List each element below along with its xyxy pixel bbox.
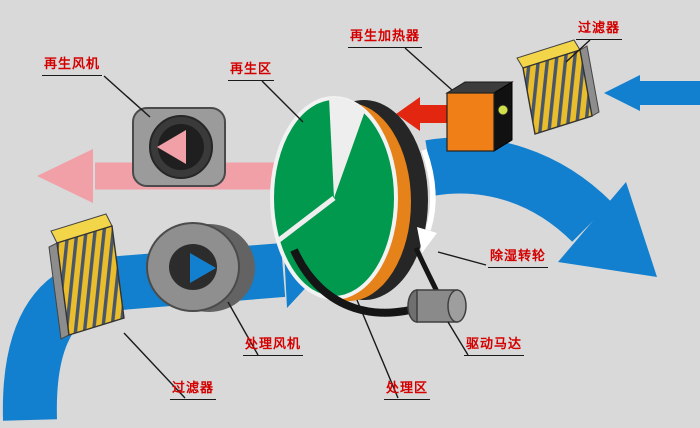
heater-front-face bbox=[446, 92, 495, 152]
desiccant-wheel-graphic bbox=[270, 96, 437, 301]
label-process-zone: 处理区 bbox=[384, 380, 431, 400]
label-regen-zone: 再生区 bbox=[228, 61, 275, 81]
exhaust-arrowhead-icon bbox=[37, 149, 93, 203]
wheel-rotation-arrowhead-icon bbox=[417, 227, 437, 253]
leader-wheel bbox=[437, 251, 487, 266]
leader-filter-top bbox=[565, 39, 591, 63]
process-air-outlet-arrow bbox=[425, 137, 657, 277]
leader-lines bbox=[103, 39, 591, 399]
leader-drive-motor bbox=[447, 321, 469, 356]
label-regen-fan: 再生风机 bbox=[42, 56, 103, 76]
wheel-rotation-arrow bbox=[421, 149, 436, 231]
process-fan-graphic bbox=[146, 222, 255, 312]
outlet-arrowhead-icon bbox=[558, 182, 657, 277]
regen-fan-flow-arrowhead-icon bbox=[157, 130, 186, 164]
regen-inlet-arrowhead-icon bbox=[604, 75, 640, 111]
hot-air-arrowhead-icon bbox=[396, 97, 420, 131]
filter-top-front-face bbox=[522, 49, 593, 135]
filter-bottom-graphic bbox=[48, 213, 125, 340]
motor-right-cap bbox=[447, 289, 467, 323]
wheel-regen-sector bbox=[329, 97, 365, 198]
leader-regen-fan bbox=[103, 75, 151, 118]
regen-heater-graphic bbox=[445, 81, 514, 152]
outlet-duct bbox=[425, 137, 612, 243]
leader-process-zone bbox=[356, 299, 399, 399]
label-process-fan: 处理风机 bbox=[243, 336, 304, 356]
label-dehumid-wheel: 除湿转轮 bbox=[488, 248, 549, 268]
label-regen-heater: 再生加热器 bbox=[348, 28, 423, 48]
leader-filter-bottom bbox=[123, 332, 186, 399]
regen-fan-graphic bbox=[132, 107, 226, 187]
wheel-sector-divider bbox=[277, 196, 336, 242]
leader-process-fan bbox=[227, 301, 259, 356]
leader-regen-zone bbox=[261, 80, 304, 123]
leader-regen-heater bbox=[404, 47, 453, 91]
regen-inlet-arrow bbox=[604, 75, 700, 111]
label-filter-top: 过滤器 bbox=[576, 20, 623, 40]
label-drive-motor: 驱动马达 bbox=[464, 336, 525, 356]
filter-bottom-front-face bbox=[56, 225, 125, 336]
label-filter-bottom: 过滤器 bbox=[170, 380, 217, 400]
drive-motor-graphic bbox=[290, 246, 467, 323]
process-fan-flow-arrowhead-icon bbox=[190, 253, 216, 283]
heater-side-face bbox=[493, 81, 513, 152]
filter-top-graphic bbox=[516, 39, 600, 135]
heater-indicator-dot bbox=[497, 104, 509, 116]
